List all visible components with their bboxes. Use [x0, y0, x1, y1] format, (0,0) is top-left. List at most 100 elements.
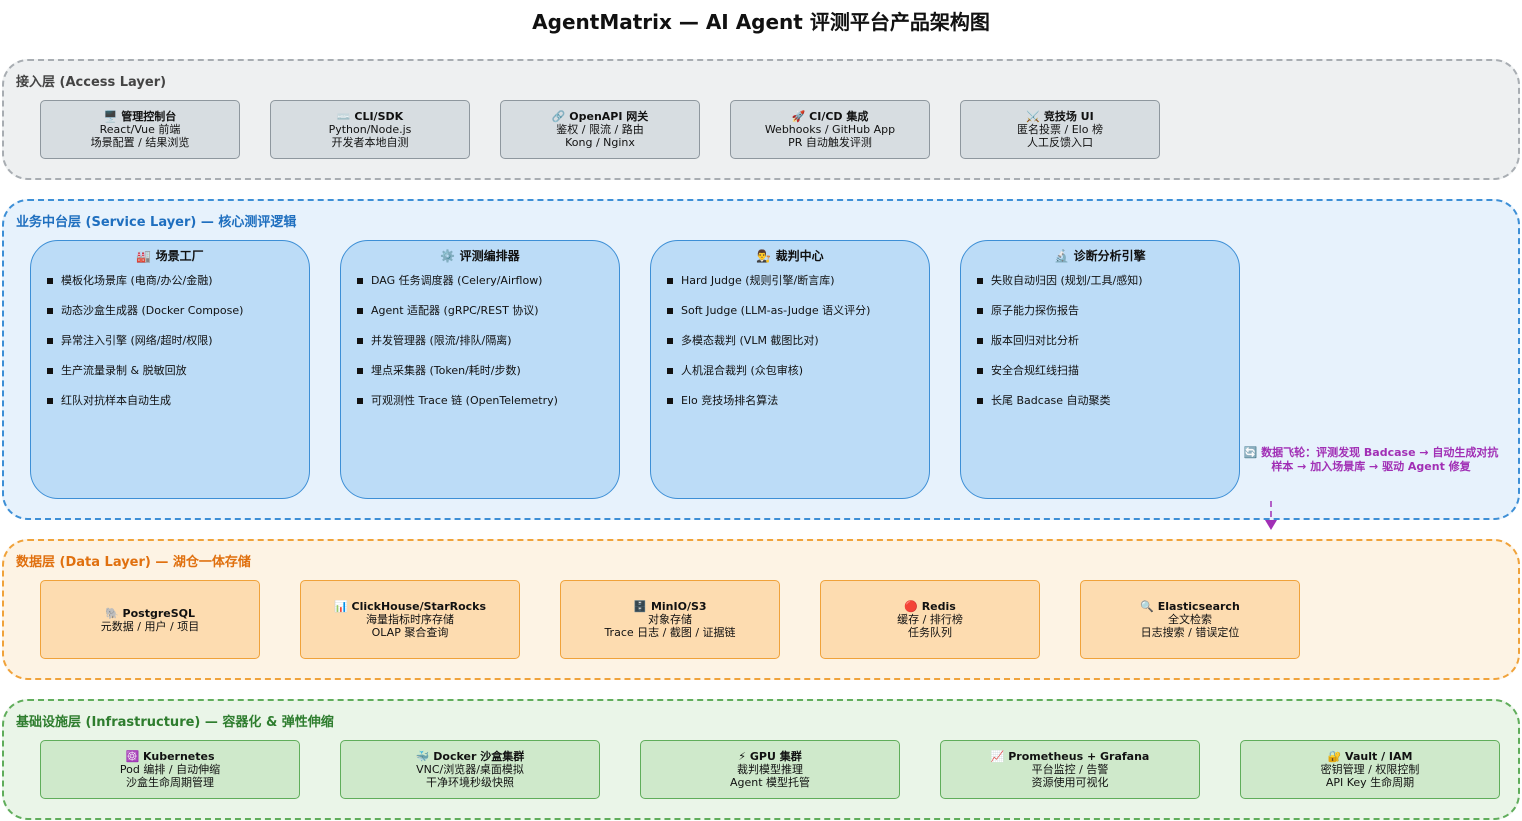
service-module-3: 👨‍⚖️ 裁判中心 Hard Judge (规则引擎/断言库)Soft Judge…	[650, 240, 930, 499]
service-module-item: 失败自动归因 (规划/工具/感知)	[975, 274, 1143, 304]
service-module-item: 红队对抗样本自动生成	[45, 394, 243, 424]
square-bullet-icon	[47, 278, 53, 284]
square-bullet-icon	[977, 278, 983, 284]
data-box-title: 🗄️ MinIO/S3	[633, 600, 706, 613]
magnifier-icon: 🔍	[1140, 600, 1154, 613]
access-box-title: ⚔️ 竞技场 UI	[1026, 110, 1093, 123]
data-box-title: 🐘 PostgreSQL	[105, 607, 195, 620]
service-module-item: 版本回归对比分析	[975, 334, 1143, 364]
infra-box-line: 资源使用可视化	[1031, 776, 1109, 789]
service-module-title: 🔬 诊断分析引擎	[961, 247, 1239, 264]
trend-chart-icon: 📈	[990, 750, 1005, 763]
square-bullet-icon	[667, 338, 673, 344]
data-box-line: 元数据 / 用户 / 项目	[100, 619, 200, 633]
infra-box-title: 📈 Prometheus + Grafana	[991, 750, 1150, 763]
access-box-title-text: CLI/SDK	[354, 110, 404, 123]
square-bullet-icon	[357, 278, 363, 284]
access-box-title-text: OpenAPI 网关	[569, 110, 649, 123]
service-module-item-text: 安全合规红线扫描	[991, 364, 1079, 377]
infra-box-title-text: Kubernetes	[143, 750, 215, 763]
access-box-line: 人工反馈入口	[1027, 136, 1093, 149]
access-box-line: 鉴权 / 限流 / 路由	[556, 123, 644, 136]
square-bullet-icon	[357, 338, 363, 344]
lock-key-icon: 🔐	[1327, 750, 1342, 763]
service-module-item-text: 可观测性 Trace 链 (OpenTelemetry)	[371, 394, 558, 407]
service-module-title-text: 裁判中心	[775, 249, 824, 263]
service-module-item: 异常注入引擎 (网络/超时/权限)	[45, 334, 243, 364]
access-box-line: PR 自动触发评测	[788, 136, 872, 149]
infra-box-line: 平台监控 / 告警	[1031, 763, 1109, 776]
service-module-item-text: Agent 适配器 (gRPC/REST 协议)	[371, 304, 539, 317]
service-module-item-text: 长尾 Badcase 自动聚类	[991, 394, 1111, 407]
data-box-title-text: ClickHouse/StarRocks	[351, 600, 487, 613]
service-module-item: Soft Judge (LLM-as-Judge 语义评分)	[665, 304, 870, 334]
service-module-item: DAG 任务调度器 (Celery/Airflow)	[355, 274, 558, 304]
service-layer-label: 业务中台层 (Service Layer) — 核心测评逻辑	[16, 215, 297, 230]
rocket-icon: 🚀	[791, 110, 806, 123]
square-bullet-icon	[977, 368, 983, 374]
access-box-line: 匿名投票 / Elo 榜	[1017, 123, 1103, 136]
monitor-icon: 🖥️	[103, 110, 118, 123]
service-module-item-text: Elo 竞技场排名算法	[681, 394, 779, 407]
service-module-title: ⚙️ 评测编排器	[341, 247, 619, 264]
infra-box-line: VNC/浏览器/桌面模拟	[416, 763, 524, 776]
square-bullet-icon	[357, 308, 363, 314]
data-box-line: Trace 日志 / 截图 / 证据链	[604, 626, 736, 639]
lightning-icon: ⚡	[738, 750, 747, 763]
file-cabinet-icon: 🗄️	[633, 600, 648, 613]
infra-box-line: 干净环境秒级快照	[426, 776, 514, 789]
helm-wheel-icon: ☸️	[125, 750, 140, 763]
infra-layer-label: 基础设施层 (Infrastructure) — 容器化 & 弹性伸缩	[16, 715, 334, 730]
service-module-4: 🔬 诊断分析引擎失败自动归因 (规划/工具/感知) 原子能力探伤报告版本回归对比分…	[960, 240, 1240, 499]
infra-box-line: 裁判模型推理	[737, 763, 803, 776]
service-module-item-text: 生产流量录制 & 脱敏回放	[61, 364, 187, 377]
infra-box-title: ⚡ GPU 集群	[738, 750, 801, 763]
access-box-line: React/Vue 前端	[99, 123, 181, 136]
data-box-title-text: Redis	[921, 600, 956, 613]
data-box-line: 缓存 / 排行榜	[897, 613, 963, 626]
data-box-title: 📊 ClickHouse/StarRocks	[334, 600, 486, 613]
service-module-item-text: 红队对抗样本自动生成	[61, 394, 171, 407]
service-module-item-text: 失败自动归因 (规划/工具/感知)	[991, 274, 1143, 287]
service-module-item-text: 并发管理器 (限流/排队/隔离)	[371, 334, 512, 347]
factory-icon: 🏭	[136, 249, 152, 263]
data-box-line: 日志搜索 / 错误定位	[1140, 626, 1240, 639]
infra-box-title: ☸️ Kubernetes	[125, 750, 214, 763]
data-box-line: 全文检索	[1168, 613, 1212, 626]
elephant-icon: 🐘	[104, 606, 119, 620]
access-box-line: 场景配置 / 结果浏览	[90, 136, 190, 149]
data-flywheel-note: 🔄 数据飞轮：评测发现 Badcase → 自动生成对抗样本 → 加入场景库 →…	[1240, 446, 1502, 474]
flywheel-arrow	[1265, 501, 1277, 530]
data-layer-label: 数据层 (Data Layer) — 湖仓一体存储	[16, 555, 251, 570]
data-box-title: 🔴 Redis	[904, 600, 956, 613]
data-box-title-text: PostgreSQL	[122, 606, 195, 620]
service-module-item-list: 失败自动归因 (规划/工具/感知) 原子能力探伤报告版本回归对比分析安全合规红线扫…	[975, 274, 1143, 424]
access-box-line: Webhooks / GitHub App	[764, 123, 896, 136]
service-module-1: 🏭 场景工厂模板化场景库 (电商/办公/金融)动态沙盒生成器 (Docker C…	[30, 240, 310, 499]
judge-icon: 👨‍⚖️	[756, 249, 772, 263]
service-module-title-text: 评测编排器	[459, 249, 520, 263]
service-module-item-list: DAG 任务调度器 (Celery/Airflow)Agent 适配器 (gRP…	[355, 274, 558, 424]
square-bullet-icon	[667, 368, 673, 374]
access-box-title-text: 竞技场 UI	[1043, 110, 1094, 123]
data-box-title-text: MinIO/S3	[650, 600, 707, 613]
access-box-title: 🖥️ 管理控制台	[104, 110, 177, 123]
infra-box-title-text: Vault / IAM	[1345, 750, 1413, 763]
service-module-item: 生产流量录制 & 脱敏回放	[45, 364, 243, 394]
square-bullet-icon	[47, 398, 53, 404]
service-module-item-list: Hard Judge (规则引擎/断言库)Soft Judge (LLM-as-…	[665, 274, 870, 424]
keyboard-icon: ⌨️	[336, 110, 351, 123]
crossed-swords-icon: ⚔️	[1026, 110, 1040, 123]
square-bullet-icon	[47, 338, 53, 344]
service-module-item-text: 原子能力探伤报告	[991, 304, 1079, 317]
data-box-line: 对象存储	[648, 613, 692, 626]
bar-chart-icon: 📊	[333, 600, 348, 613]
